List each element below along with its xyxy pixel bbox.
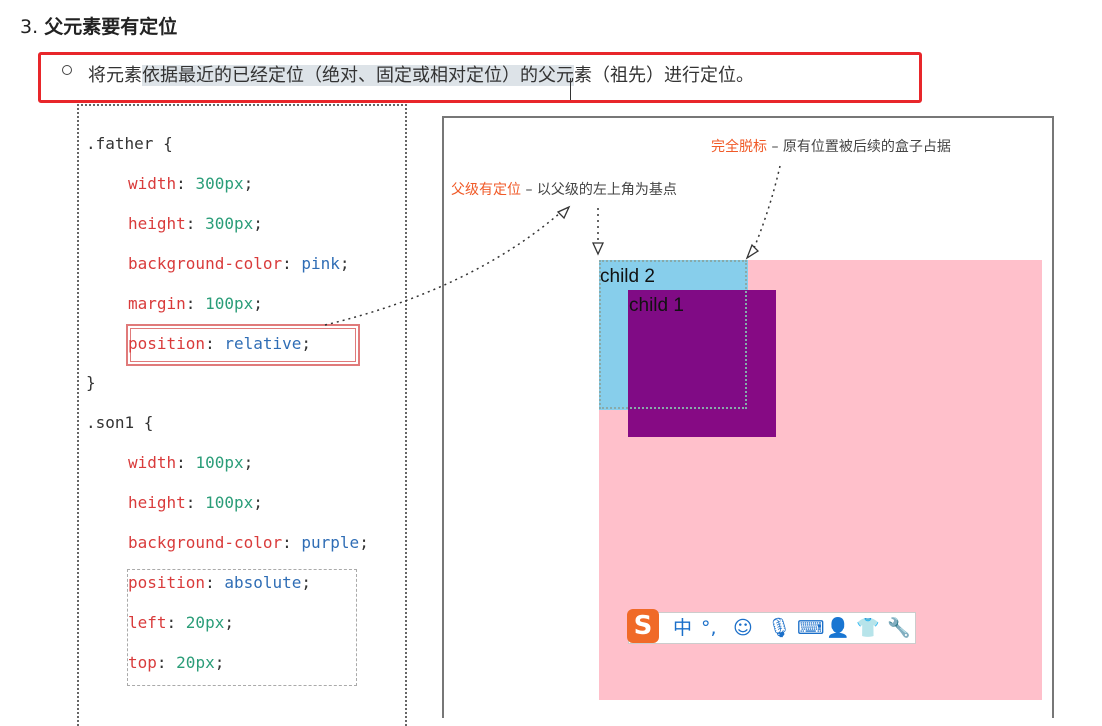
- arrow-to-note-parent: [324, 212, 561, 326]
- code-line: top: 20px;: [128, 652, 225, 672]
- user-icon[interactable]: 👤: [826, 617, 850, 639]
- code-value: 100px: [205, 293, 254, 313]
- code-line: .father {: [86, 133, 173, 155]
- code-line: height: 100px;: [128, 493, 263, 513]
- code-property: position: [128, 572, 206, 592]
- code-property: left: [128, 612, 167, 632]
- rule-text-selected: 依据最近的已经定位（绝对、固定或相对定位）的父元: [142, 65, 574, 86]
- skin-icon[interactable]: 👕: [856, 617, 880, 639]
- child1-label: child 1: [629, 295, 684, 316]
- code-line: position: absolute;: [128, 572, 312, 592]
- note-parent-text: – 以父级的左上角为基点: [521, 182, 677, 198]
- child2-label: child 2: [600, 266, 655, 287]
- arrowhead-icon: [556, 205, 571, 220]
- chinese-mode-icon[interactable]: 中: [673, 617, 693, 639]
- emoji-icon[interactable]: ☺: [733, 617, 753, 639]
- code-value: 300px: [195, 173, 244, 193]
- code-property: height: [128, 493, 186, 513]
- heading-title: 父元素要有定位: [44, 16, 178, 38]
- code-line: width: 300px;: [128, 173, 254, 193]
- code-property: background-color: [128, 253, 283, 273]
- code-line: }: [86, 372, 96, 394]
- note-out-of-flow-emph: 完全脱标: [711, 139, 767, 155]
- code-property: top: [128, 652, 157, 672]
- rule-text-end: 素（祖先）进行定位。: [574, 65, 754, 86]
- settings-wrench-icon[interactable]: 🔧: [887, 617, 911, 639]
- code-line: width: 100px;: [128, 453, 254, 473]
- code-property: position: [128, 333, 206, 353]
- code-value: 20px: [176, 652, 215, 672]
- demo-frame: [442, 116, 1054, 718]
- code-line: left: 20px;: [128, 612, 234, 632]
- text-cursor: [570, 78, 571, 100]
- heading-number: 3.: [20, 16, 39, 38]
- code-selector: }: [86, 373, 96, 393]
- bullet-icon: [62, 65, 72, 75]
- code-selector: .father {: [86, 134, 173, 153]
- arrowhead-icon: [591, 242, 605, 256]
- relative-highlight-box: [126, 324, 360, 366]
- rule-text-start: 将元素: [88, 65, 142, 86]
- note-parent-emph: 父级有定位: [451, 182, 521, 198]
- arrowhead-icon: [745, 243, 760, 260]
- note-out-of-flow: 完全脱标 – 原有位置被后续的盒子占据: [711, 136, 951, 156]
- code-property: height: [128, 213, 186, 233]
- code-line: height: 300px;: [128, 213, 263, 233]
- code-value: 100px: [195, 453, 244, 473]
- code-value: purple: [301, 533, 360, 552]
- note-parent-positioned: 父级有定位 – 以父级的左上角为基点: [451, 179, 677, 199]
- rule-text: 将元素依据最近的已经定位（绝对、固定或相对定位）的父元素（祖先）进行定位。: [88, 61, 754, 87]
- code-panel: [77, 104, 407, 726]
- code-property: background-color: [128, 533, 283, 552]
- code-property: margin: [128, 293, 186, 313]
- dotted-arrows: [324, 165, 781, 326]
- code-value: absolute: [224, 572, 302, 592]
- code-value: 300px: [205, 213, 254, 233]
- code-selector: .son1 {: [86, 413, 154, 433]
- sogou-logo-icon[interactable]: S: [627, 609, 659, 643]
- code-line: .son1 {: [86, 412, 153, 434]
- code-property: width: [128, 173, 177, 193]
- highlight-box: [38, 52, 922, 103]
- code-line: background-color: pink;: [128, 253, 350, 273]
- keyboard-icon[interactable]: ⌨: [797, 617, 825, 639]
- code-value: 20px: [185, 612, 225, 632]
- absolute-highlight-box: [127, 569, 357, 686]
- note-out-of-flow-text: – 原有位置被后续的盒子占据: [767, 139, 951, 155]
- code-line: position: relative;: [128, 333, 312, 353]
- arrow-to-father-corner: [751, 165, 781, 254]
- code-property: width: [128, 453, 177, 473]
- code-value: pink: [301, 253, 340, 273]
- code-line: background-color: purple;: [128, 533, 369, 552]
- code-value: 100px: [205, 493, 254, 513]
- original-position-outline: [599, 260, 747, 409]
- section-heading: 3. 父元素要有定位: [20, 12, 177, 39]
- punctuation-icon[interactable]: °,: [701, 617, 717, 639]
- child1-box: [628, 290, 776, 437]
- code-line: margin: 100px;: [128, 293, 263, 313]
- microphone-icon[interactable]: 🎙: [767, 617, 792, 639]
- ime-toolbar[interactable]: S 中 °, ☺ 🎙⌨👤 👕 🔧: [627, 609, 916, 644]
- code-value: relative: [224, 333, 302, 353]
